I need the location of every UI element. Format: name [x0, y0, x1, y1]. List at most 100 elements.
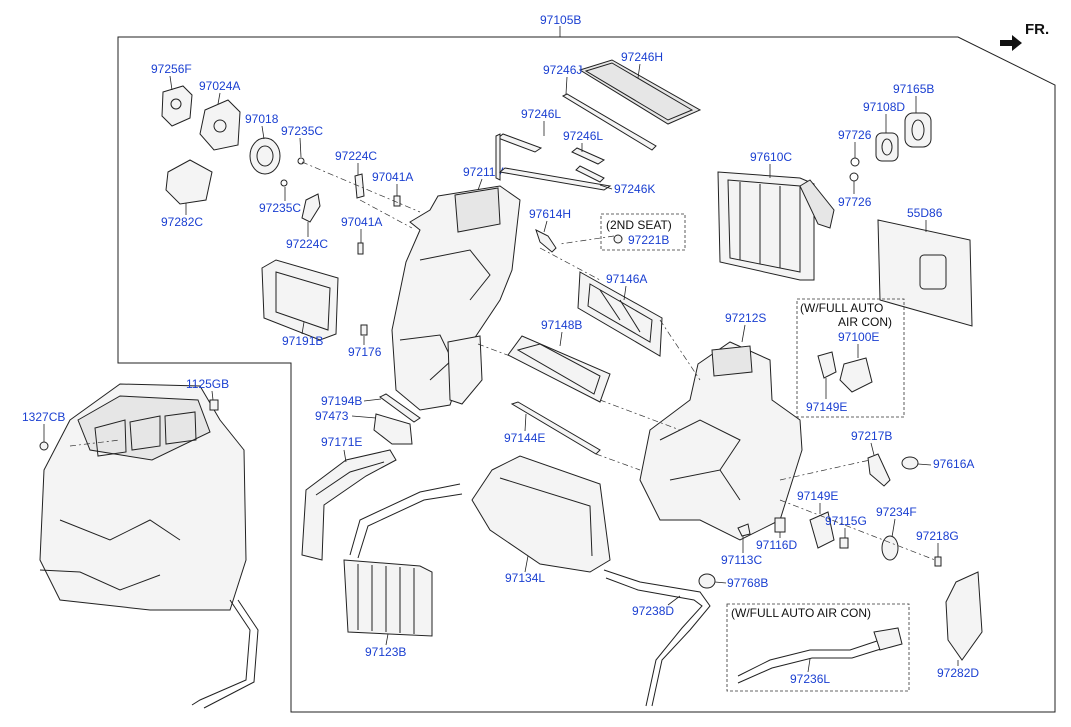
label-97234F[interactable]: 97234F: [876, 505, 917, 519]
control-module-97100E: [839, 357, 873, 393]
nut-1327CB: [39, 441, 49, 451]
clip-97113C: [737, 523, 751, 537]
assembly-frame: [117, 36, 1056, 713]
part-97116D: [774, 517, 786, 533]
label-97238D[interactable]: 97238D: [632, 604, 674, 618]
lever-97224C-b: [301, 193, 321, 223]
label-97236L[interactable]: 97236L: [790, 672, 830, 686]
actuator-97256F: [161, 85, 193, 127]
label-97171E[interactable]: 97171E: [321, 435, 362, 449]
front-direction-label: FR.: [1025, 21, 1049, 38]
gasket-97165B: [904, 112, 932, 148]
actuator-97282D: [945, 571, 983, 661]
filter-97246H: [578, 59, 702, 125]
sensor-97614H: [535, 229, 557, 253]
label-97146A[interactable]: 97146A: [606, 272, 647, 286]
label-97616A[interactable]: 97616A: [933, 457, 974, 471]
label-97165B[interactable]: 97165B: [893, 82, 934, 96]
label-97024A[interactable]: 97024A: [199, 79, 240, 93]
label-97018[interactable]: 97018: [245, 112, 279, 126]
oring-97726-b: [849, 172, 859, 182]
label-97149E-a[interactable]: 97149E: [806, 400, 847, 414]
label-97123B[interactable]: 97123B: [365, 645, 406, 659]
lever-97224C-a: [354, 173, 365, 199]
label-97211V[interactable]: 97211V: [463, 165, 503, 179]
label-97726-a[interactable]: 97726: [838, 128, 872, 142]
full-auto-note-1b: AIR CON): [838, 315, 892, 329]
label-97235C-b[interactable]: 97235C: [259, 201, 301, 215]
oring-97726-a: [850, 157, 860, 167]
motor-97018: [249, 137, 281, 175]
full-auto-note-1a: (W/FULL AUTO: [800, 301, 883, 315]
label-97105B[interactable]: 97105B: [540, 13, 581, 27]
heater-core-97123B: [343, 483, 463, 637]
full-auto-note-2: (W/FULL AUTO AIR CON): [731, 606, 871, 620]
seal-97473: [373, 413, 413, 445]
seal-97194B: [379, 393, 421, 423]
damper-97148B: [507, 335, 611, 403]
label-97246H[interactable]: 97246H: [621, 50, 663, 64]
label-97224C-a[interactable]: 97224C: [335, 149, 377, 163]
actuator-97024A: [199, 99, 241, 151]
screw-97218G: [934, 556, 942, 567]
seal-97246L-b: [571, 147, 606, 183]
grommet-97768B: [698, 573, 716, 589]
label-97116D[interactable]: 97116D: [756, 538, 797, 552]
label-97113C[interactable]: 97113C: [721, 553, 762, 567]
label-97041A-b[interactable]: 97041A: [341, 215, 382, 229]
label-97115G[interactable]: 97115G: [825, 514, 867, 528]
case-97134L: [471, 455, 611, 573]
label-97176[interactable]: 97176: [348, 345, 382, 359]
label-97246L-b[interactable]: 97246L: [563, 129, 603, 143]
label-97041A-a[interactable]: 97041A: [372, 170, 413, 184]
motor-97234F: [881, 535, 899, 561]
label-97235C-a[interactable]: 97235C: [281, 124, 323, 138]
label-97282D[interactable]: 97282D: [937, 666, 979, 680]
label-97614H[interactable]: 97614H: [529, 207, 571, 221]
label-97224C-b[interactable]: 97224C: [286, 237, 328, 251]
label-97217B[interactable]: 97217B: [851, 429, 892, 443]
case-97212S: [639, 341, 803, 541]
label-97134L[interactable]: 97134L: [505, 571, 545, 585]
bolt-1125GB: [209, 399, 219, 411]
hose-97238D: [603, 569, 711, 707]
hose-97236L: [737, 627, 903, 684]
label-97194B[interactable]: 97194B: [321, 394, 362, 408]
label-97144E[interactable]: 97144E: [504, 431, 545, 445]
label-97212S[interactable]: 97212S: [725, 311, 766, 325]
duct-97171E: [301, 449, 397, 561]
filter-97146A: [577, 271, 663, 357]
label-97246J[interactable]: 97246J: [543, 63, 582, 77]
second-seat-note: (2ND SEAT): [606, 218, 672, 232]
screen-97191B: [261, 259, 339, 341]
label-55D86[interactable]: 55D86: [907, 206, 943, 220]
label-97221B[interactable]: 97221B: [628, 233, 669, 247]
label-97148B[interactable]: 97148B: [541, 318, 582, 332]
actuator-97149E-b: [809, 511, 835, 549]
gasket-97108D: [875, 132, 899, 162]
label-97768B[interactable]: 97768B: [727, 576, 768, 590]
label-97473[interactable]: 97473: [315, 409, 349, 423]
sensor-97616A: [901, 456, 919, 470]
evaporator-97610C: [717, 171, 835, 281]
label-97246K[interactable]: 97246K: [614, 182, 655, 196]
label-97246L-a[interactable]: 97246L: [521, 107, 561, 121]
label-97191B[interactable]: 97191B: [282, 334, 323, 348]
label-97256F[interactable]: 97256F: [151, 62, 192, 76]
clip-97176: [360, 324, 368, 336]
label-97108D[interactable]: 97108D: [863, 100, 905, 114]
label-97218G[interactable]: 97218G: [916, 529, 959, 543]
seal-97246J: [561, 93, 657, 151]
label-97282C[interactable]: 97282C: [161, 215, 203, 229]
assembled-unit: [39, 383, 259, 709]
actuator-97149E-a: [817, 351, 837, 379]
label-97149E-b[interactable]: 97149E: [797, 489, 838, 503]
full-auto-box-1: [796, 298, 905, 418]
label-97726-b[interactable]: 97726: [838, 195, 872, 209]
label-1327CB[interactable]: 1327CB: [22, 410, 65, 424]
label-1125GB[interactable]: 1125GB: [186, 377, 229, 391]
full-auto-box-2: [726, 603, 910, 692]
label-97610C[interactable]: 97610C: [750, 150, 792, 164]
label-97100E[interactable]: 97100E: [838, 330, 879, 344]
